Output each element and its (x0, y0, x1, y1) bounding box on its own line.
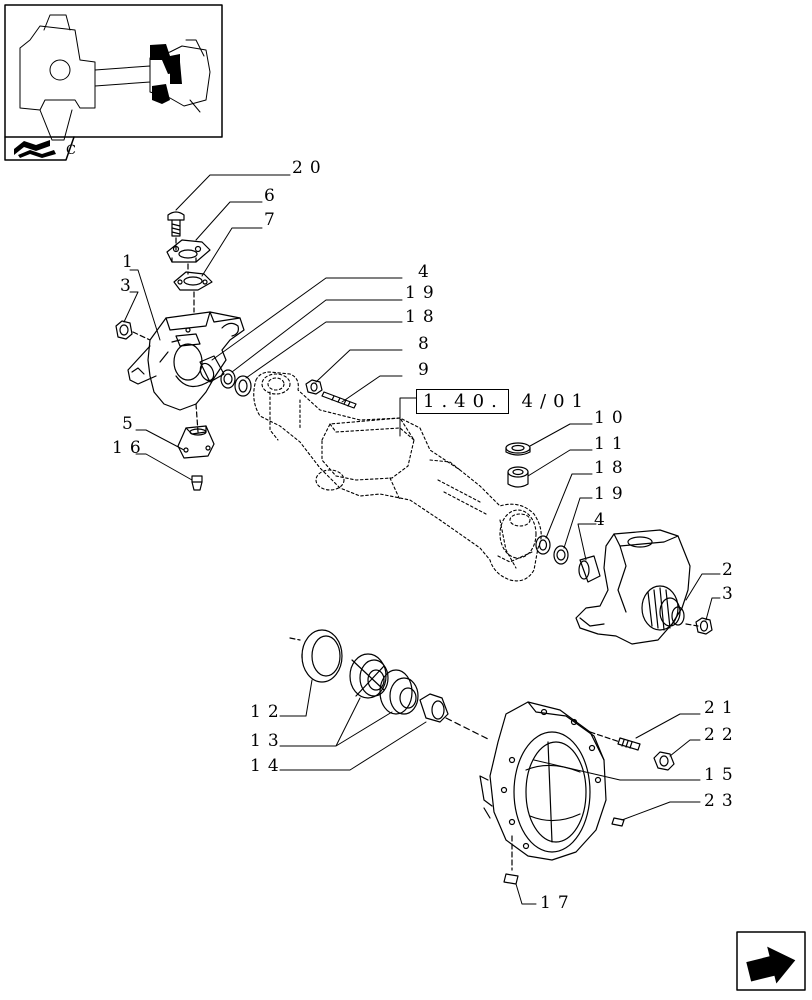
thumbnail-overview[interactable] (4, 4, 223, 141)
part-2-steering-knuckle-right[interactable] (575, 529, 691, 645)
part-22-wheel-nut[interactable] (653, 751, 675, 771)
callout-19-right: 19 (594, 484, 630, 504)
callout-19-left: 19 (405, 283, 441, 303)
part-21-wheel-stud[interactable] (617, 737, 641, 751)
part-18-seal-left[interactable] (234, 375, 252, 397)
callout-3-left: 3 (120, 276, 138, 296)
part-13-bearing-outer[interactable] (349, 653, 389, 699)
callout-4-left: 4 (418, 262, 436, 282)
part-19-ring-right[interactable] (553, 545, 569, 565)
callout-11: 11 (594, 434, 630, 454)
callout-9: 9 (418, 360, 436, 380)
callout-8: 8 (418, 334, 436, 354)
callout-3-right: 3 (722, 584, 740, 604)
callout-22: 22 (704, 725, 740, 745)
callout-1: 1 (122, 252, 140, 272)
axis-line (685, 623, 699, 627)
callout-15: 15 (704, 765, 740, 785)
part-9-pin[interactable] (321, 391, 357, 409)
callout-13: 13 (250, 731, 286, 751)
thumb-highlight (150, 44, 182, 104)
part-1-steering-knuckle-left[interactable] (127, 311, 245, 411)
axle-housing-phantom (253, 371, 542, 582)
part-16-grease-fitting[interactable] (191, 475, 203, 491)
callout-2: 2 (722, 560, 740, 580)
part-3-nut-right[interactable] (695, 617, 713, 635)
part-15-wheel-hub[interactable] (479, 701, 607, 861)
reference-section[interactable]: 1.40. (416, 389, 509, 414)
part-11-bushing[interactable] (507, 466, 529, 488)
callout-23: 23 (704, 791, 740, 811)
leader-lines (123, 174, 721, 905)
part-4-bushing-left[interactable] (198, 355, 225, 383)
callout-18-right: 18 (594, 458, 630, 478)
callout-4-right: 4 (594, 510, 612, 530)
book-icon-tab[interactable] (4, 136, 75, 161)
part-5-lower-cap[interactable] (177, 425, 215, 459)
part-3-nut-left[interactable] (115, 320, 133, 340)
callout-6: 6 (264, 186, 282, 206)
part-13-bearing-inner[interactable] (379, 669, 419, 715)
part-6-cap[interactable] (166, 239, 211, 263)
callout-16: 16 (112, 438, 148, 458)
part-10-washer[interactable] (505, 442, 531, 456)
axis-line (132, 331, 151, 341)
reference-page[interactable]: 4/01 (521, 391, 590, 412)
reference-link[interactable]: 1.40. 4/01 (416, 389, 590, 414)
part-18-seal-right[interactable] (535, 535, 551, 555)
callout-12: 12 (250, 702, 286, 722)
part-19-ring-left[interactable] (220, 369, 236, 389)
part-17-dowel-pin[interactable] (503, 873, 519, 885)
thumbnail-tab-label: C (66, 143, 76, 158)
axis-line (445, 717, 491, 741)
axis-line (589, 731, 621, 743)
callout-5: 5 (122, 414, 140, 434)
callout-10: 10 (594, 408, 630, 428)
part-14-hub-nut[interactable] (419, 693, 449, 723)
part-7-shim[interactable] (173, 271, 213, 291)
callout-14: 14 (250, 756, 286, 776)
callout-7: 7 (264, 210, 282, 230)
axis-line (195, 403, 199, 433)
callout-17: 17 (540, 893, 576, 913)
part-8-nut[interactable] (305, 379, 323, 395)
book-icon (14, 140, 56, 158)
callout-21: 21 (704, 698, 740, 718)
callout-20: 20 (292, 158, 328, 178)
part-4-bushing-right[interactable] (578, 555, 601, 583)
part-23-dowel-pin[interactable] (611, 817, 625, 827)
part-20-bolt[interactable] (167, 211, 185, 237)
nav-arrow-icon[interactable] (736, 931, 806, 991)
part-12-oil-seal[interactable] (289, 629, 343, 683)
callout-18-left: 18 (405, 307, 441, 327)
